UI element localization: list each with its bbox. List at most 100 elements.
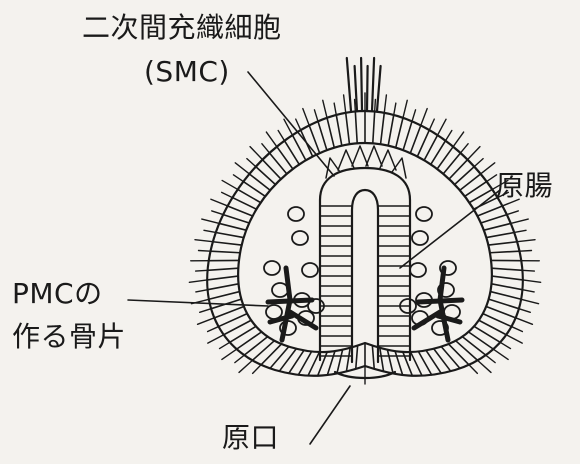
ectoderm-cell-wall <box>489 299 519 309</box>
smc-abbreviation: (SMC) <box>144 58 230 86</box>
ectoderm-cell-wall <box>441 347 460 369</box>
cilium <box>344 95 346 113</box>
cilium <box>278 131 284 141</box>
cilium <box>493 349 508 359</box>
cilium <box>262 144 270 153</box>
cilium <box>212 211 223 215</box>
ectoderm-cell-wall <box>486 307 515 318</box>
cilium <box>222 192 233 197</box>
ectoderm-cell-wall <box>228 206 253 216</box>
ectoderm-cell-wall <box>477 206 502 216</box>
cilium <box>511 327 522 332</box>
cilium <box>516 318 533 324</box>
cilium <box>222 349 237 359</box>
cilium <box>521 299 538 303</box>
cilium <box>506 335 522 343</box>
ectoderm-cell-wall <box>208 284 239 290</box>
cilium <box>453 132 463 147</box>
cilium <box>266 132 276 147</box>
cilium <box>196 290 208 292</box>
cilium <box>204 230 216 232</box>
cilium <box>507 211 518 215</box>
pmc-label-line1: PMCの <box>12 280 103 308</box>
ectoderm-cell-wall <box>213 242 242 245</box>
archenteron-label: 原腸 <box>496 172 553 200</box>
cilium <box>189 280 207 282</box>
ectoderm-cell-wall <box>373 111 375 143</box>
cilium <box>474 159 483 167</box>
ectoderm-cell-wall <box>395 351 403 375</box>
cilium <box>486 355 495 362</box>
pmc-label-line2: 作る骨片 <box>12 323 126 351</box>
cilium <box>481 163 495 174</box>
cilium <box>323 100 327 117</box>
cilium <box>222 180 238 189</box>
cilium <box>403 100 407 117</box>
ectoderm-cell-wall <box>410 125 420 153</box>
ectoderm-cell-wall <box>252 341 274 361</box>
ectoderm-cell-wall <box>346 113 350 144</box>
ectoderm-cell-wall <box>346 348 350 372</box>
cilium <box>468 147 480 160</box>
tuft-cilium <box>367 66 368 111</box>
ectoderm-cell-wall <box>491 284 522 290</box>
ectoderm-cell-wall <box>279 349 296 371</box>
ectoderm-cell-wall <box>387 350 393 374</box>
cilium <box>195 240 213 242</box>
mesenchyme-cell <box>272 283 288 297</box>
cilium <box>438 119 446 135</box>
ectoderm-cell-wall <box>237 332 262 349</box>
ectoderm-cell-wall <box>223 215 249 223</box>
cilium <box>514 230 526 232</box>
ectoderm-cell-wall <box>462 337 485 356</box>
cilium <box>208 335 224 343</box>
cilium <box>519 309 530 313</box>
tuft-cilium <box>347 58 351 111</box>
ectoderm-cell-wall <box>486 232 514 237</box>
cilium <box>220 342 230 348</box>
ectoderm-cell-wall <box>434 349 451 371</box>
cilium <box>235 163 249 174</box>
cilium <box>296 119 301 130</box>
cilium <box>394 103 396 115</box>
cilium <box>250 147 262 160</box>
ectoderm-cell-wall <box>492 268 523 270</box>
ectoderm-cell-wall <box>468 332 493 349</box>
cilium <box>235 355 244 362</box>
ectoderm-cell-wall <box>209 292 240 300</box>
ectoderm-cell-wall <box>381 113 385 144</box>
cilium <box>412 110 416 121</box>
mesenchyme-cell <box>292 231 308 245</box>
cilium <box>500 342 510 348</box>
spicule-right <box>414 268 462 340</box>
leader-lines <box>128 72 500 444</box>
ectoderm-cell-wall <box>456 341 478 361</box>
blastopore-label: 原口 <box>222 424 279 452</box>
ectoderm-cell-wall <box>219 223 246 230</box>
mesenchyme-cell <box>410 263 426 277</box>
cilium <box>469 365 477 374</box>
ectoderm-cell-wall <box>484 223 511 230</box>
cilium <box>202 219 219 223</box>
cilium <box>522 290 534 292</box>
cilium <box>522 270 534 271</box>
tuft-cilium <box>377 66 381 111</box>
ectoderm-cell-wall <box>380 348 384 372</box>
cilium <box>208 327 219 332</box>
ectoderm-cell-wall <box>216 232 244 237</box>
archenteron-lumen-wall <box>352 190 378 362</box>
mesenchyme-cell <box>264 261 280 275</box>
cilium <box>199 250 211 251</box>
cilium <box>233 175 243 182</box>
cilium <box>421 109 427 126</box>
mesenchyme-cell <box>416 207 432 221</box>
archenteron-outer-wall <box>320 168 410 360</box>
ectoderm-cell-wall <box>327 351 335 375</box>
smc-label: 二次間充織細胞 <box>82 14 282 42</box>
ectoderm-cell-wall <box>261 344 281 365</box>
cilium <box>355 99 356 111</box>
ectoderm-cell-wall <box>488 242 517 245</box>
cilium <box>303 109 309 126</box>
